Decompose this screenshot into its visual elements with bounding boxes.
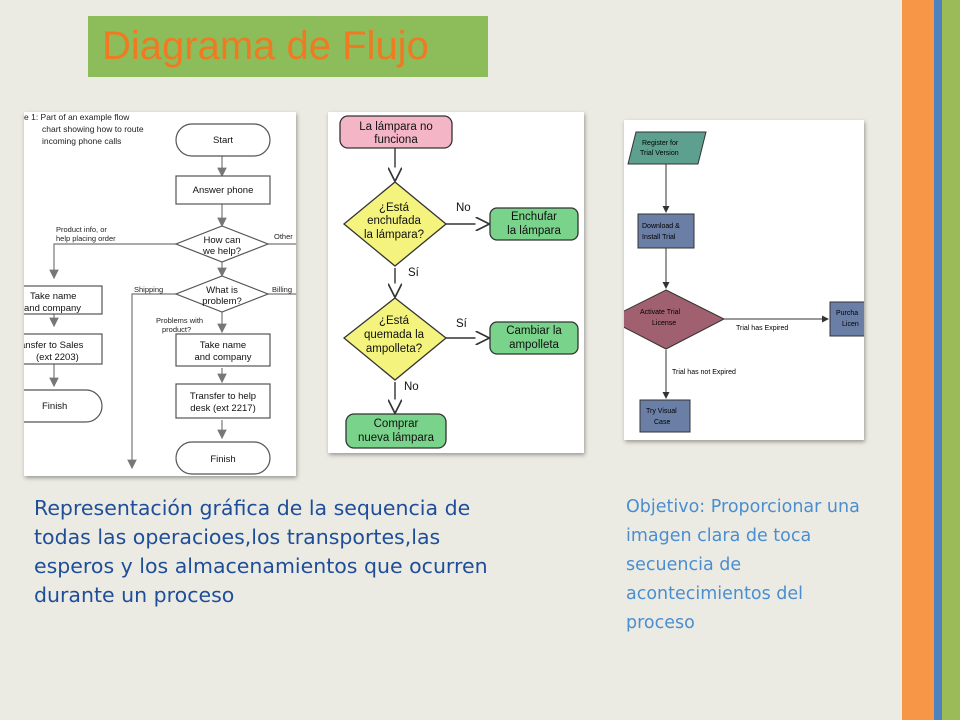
purchase-node <box>829 301 864 337</box>
lamp-broken-node <box>339 115 453 149</box>
transfer-help-label-1: Transfer to help <box>190 391 256 402</box>
change-bulb-node <box>489 321 579 355</box>
take-name-left-label-1: Take name <box>30 291 76 302</box>
stripe-orange <box>902 0 934 720</box>
no-label-2: No <box>404 381 419 393</box>
plug-in-label-1: Enchufar <box>511 211 557 223</box>
lamp-broken-label-2: funciona <box>374 134 418 146</box>
download-label-2: Install Trial <box>642 234 676 241</box>
purchase-label-2: Licen <box>842 321 859 328</box>
plug-in-node <box>489 207 579 241</box>
lamp-broken-label-1: La lámpara no <box>359 121 433 133</box>
answer-phone-node <box>175 175 271 205</box>
finish-right-label: Finish <box>210 454 235 465</box>
try-visual-label-1: Try Visual <box>646 408 677 415</box>
objective-text: Objetivo: Proporcionar una imagen clara … <box>626 497 860 633</box>
is-burned-label-3: ampolleta? <box>366 343 422 355</box>
register-label-1: Register for <box>642 140 679 147</box>
flowchart-description: Representación gráfica de la sequencia d… <box>34 496 488 607</box>
buy-lamp-label-1: Comprar <box>374 418 419 430</box>
register-label-2: Trial Version <box>640 150 679 157</box>
product-info-label-2: help placing order <box>56 234 116 243</box>
take-name-left-node <box>24 285 103 315</box>
caption-line-3: incoming phone calls <box>42 136 121 146</box>
take-name-left-label-2: and company <box>24 303 81 314</box>
plug-in-label-2: la lámpara <box>507 225 561 237</box>
purchase-label-1: Purcha <box>836 310 858 317</box>
transfer-sales-label-1: ansfer to Sales <box>24 340 84 351</box>
shipping-label: Shipping <box>134 285 163 294</box>
yes-label-2: Sí <box>456 318 468 330</box>
is-burned-decision <box>342 297 448 381</box>
is-burned-label-2: quemada la <box>364 329 425 341</box>
stripe-green <box>942 0 960 720</box>
title-box: Diagrama de Flujo <box>88 16 488 77</box>
flowchart-lamp-svg: La lámpara no funciona ¿Está enchufada l… <box>339 115 579 449</box>
transfer-sales-node <box>24 333 103 365</box>
how-can-label-1: How can <box>204 235 241 246</box>
is-burned-label-1: ¿Está <box>379 315 410 327</box>
buy-lamp-node <box>345 413 447 449</box>
what-is-problem-decision <box>174 275 270 313</box>
no-label-1: No <box>456 202 471 214</box>
flowchart-lamp: La lámpara no funciona ¿Está enchufada l… <box>328 112 584 453</box>
flowchart-trial: Register for Trial Version Download & In… <box>624 120 864 440</box>
is-plugged-label-2: enchufada <box>367 215 421 227</box>
buy-lamp-label-2: nueva lámpara <box>358 432 435 444</box>
flowchart-trial-svg: Register for Trial Version Download & In… <box>624 131 864 433</box>
transfer-help-node <box>175 383 271 419</box>
slide-title: Diagrama de Flujo <box>102 24 429 68</box>
download-node <box>637 213 695 249</box>
try-visual-case-node <box>639 399 691 433</box>
caption-line-2: chart showing how to route <box>42 124 144 134</box>
take-name-right-node <box>175 333 271 367</box>
problems-with-label-1: Problems with <box>156 316 203 325</box>
activate-label-2: License <box>652 320 676 327</box>
caption-line-1: e 1: Part of an example flow <box>24 112 130 122</box>
how-can-label-2: we help? <box>202 246 241 257</box>
answer-phone-label: Answer phone <box>193 185 254 196</box>
transfer-help-label-2: desk (ext 2217) <box>190 403 255 414</box>
transfer-sales-label-2: (ext 2203) <box>36 352 79 363</box>
take-name-right-label-2: and company <box>194 352 251 363</box>
how-can-we-help-decision <box>174 225 270 263</box>
finish-right-node <box>175 441 271 475</box>
activate-decision <box>624 289 726 350</box>
stripe-blue <box>934 0 942 720</box>
product-info-label-1: Product info, or <box>56 225 107 234</box>
trial-expired-label: Trial has Expired <box>736 325 788 332</box>
yes-label-1: Sí <box>408 267 420 279</box>
activate-label-1: Activate Trial <box>640 309 681 316</box>
download-label-1: Download & <box>642 223 680 230</box>
problems-with-label-2: product? <box>162 325 191 334</box>
billing-label: Billing <box>272 285 292 294</box>
other-label: Other <box>274 232 293 241</box>
finish-left-node <box>24 389 103 423</box>
is-plugged-label-1: ¿Está <box>379 202 410 214</box>
finish-left-label: Finish <box>42 401 67 412</box>
trial-not-expired-label: Trial has not Expired <box>672 369 736 376</box>
what-is-label-1: What is <box>206 285 238 296</box>
what-is-label-2: problem? <box>202 296 242 307</box>
flowchart-phone-calls-svg: e 1: Part of an example flow chart showi… <box>24 112 296 475</box>
start-node <box>175 123 271 157</box>
change-bulb-label-1: Cambiar la <box>506 325 562 337</box>
is-plugged-decision <box>342 181 448 267</box>
is-plugged-label-3: la lámpara? <box>364 229 424 241</box>
try-visual-label-2: Case <box>654 419 670 426</box>
start-label: Start <box>213 135 233 146</box>
register-node <box>627 131 707 165</box>
flowchart-phone-calls: e 1: Part of an example flow chart showi… <box>24 112 296 476</box>
change-bulb-label-2: ampolleta <box>509 339 559 351</box>
take-name-right-label-1: Take name <box>200 340 246 351</box>
